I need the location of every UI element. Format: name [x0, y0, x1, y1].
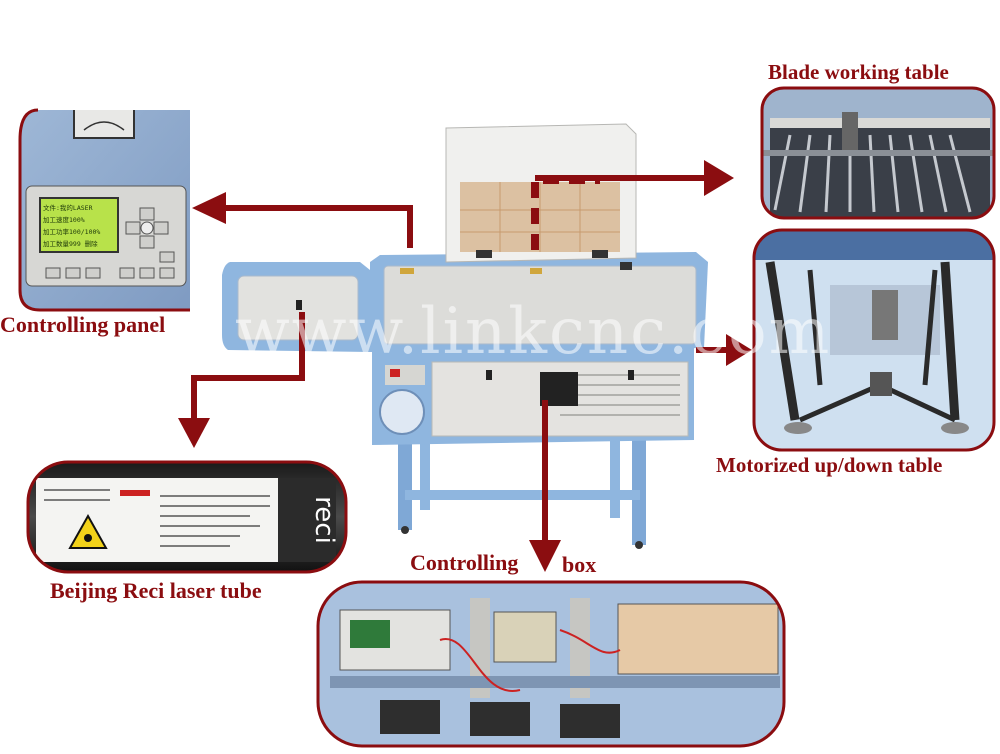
controlling-panel-inset: 文件:我的LASER 加工速度100% 加工功率100/100% 加工数量999…: [18, 108, 190, 312]
machine-leg-left: [398, 430, 412, 530]
label-controlling-box-part1: Controlling: [410, 550, 519, 575]
arrowhead-box: [529, 540, 561, 572]
arrowhead-motor: [726, 334, 752, 366]
arrow-to-panel: [220, 205, 413, 248]
arrowhead-panel: [192, 192, 226, 224]
laser-warning-icon: [68, 513, 108, 549]
arrow-to-tube: [191, 312, 305, 432]
lcd-line-1: 文件:我的LASER: [43, 203, 93, 212]
label-laser-tube: Beijing Reci laser tube: [50, 578, 262, 603]
laser-tube-inset: reci: [26, 460, 348, 574]
label-controlling-box-part2: box: [562, 552, 597, 577]
lcd-line-2: 加工速度100%: [43, 215, 85, 224]
watermark-text: www.linkcnc.com: [235, 295, 832, 369]
dashed-callout: [531, 176, 600, 250]
label-controlling-panel: Controlling panel: [0, 312, 166, 337]
lcd-screen: [39, 197, 119, 253]
machine-leg-right: [632, 430, 646, 545]
stepper-driver-3: [560, 704, 620, 738]
label-motorized-table: Motorized up/down table: [716, 453, 943, 477]
lcd-line-3: 加工功率100/100%: [43, 227, 100, 236]
arrowhead-tube: [178, 418, 210, 448]
motorized-table-inset: [752, 228, 996, 452]
laser-head: [842, 112, 858, 152]
controlling-box-inset: [316, 580, 786, 748]
machine-front-panel: [383, 265, 697, 345]
stepper-driver-1: [380, 700, 440, 734]
arrow-heads: [178, 160, 752, 572]
power-supply-small: [493, 611, 557, 663]
power-supply-large: [617, 603, 779, 675]
machine-crossbar: [405, 490, 640, 500]
lcd-line-4: 加工数量999 删除: [43, 239, 98, 248]
tube-brand: reci: [309, 496, 339, 544]
blade-table-inset: [760, 86, 996, 220]
laser-machine: [222, 123, 708, 549]
callout-arrows: [191, 175, 732, 548]
ammeter: [73, 110, 135, 139]
arrowhead-blade: [704, 160, 734, 196]
stepper-driver-2: [470, 702, 530, 736]
label-blade-working-table: Blade working table: [768, 60, 949, 84]
stepper-motor: [870, 372, 892, 396]
keypad: [45, 207, 175, 279]
exhaust-port: [379, 389, 425, 435]
